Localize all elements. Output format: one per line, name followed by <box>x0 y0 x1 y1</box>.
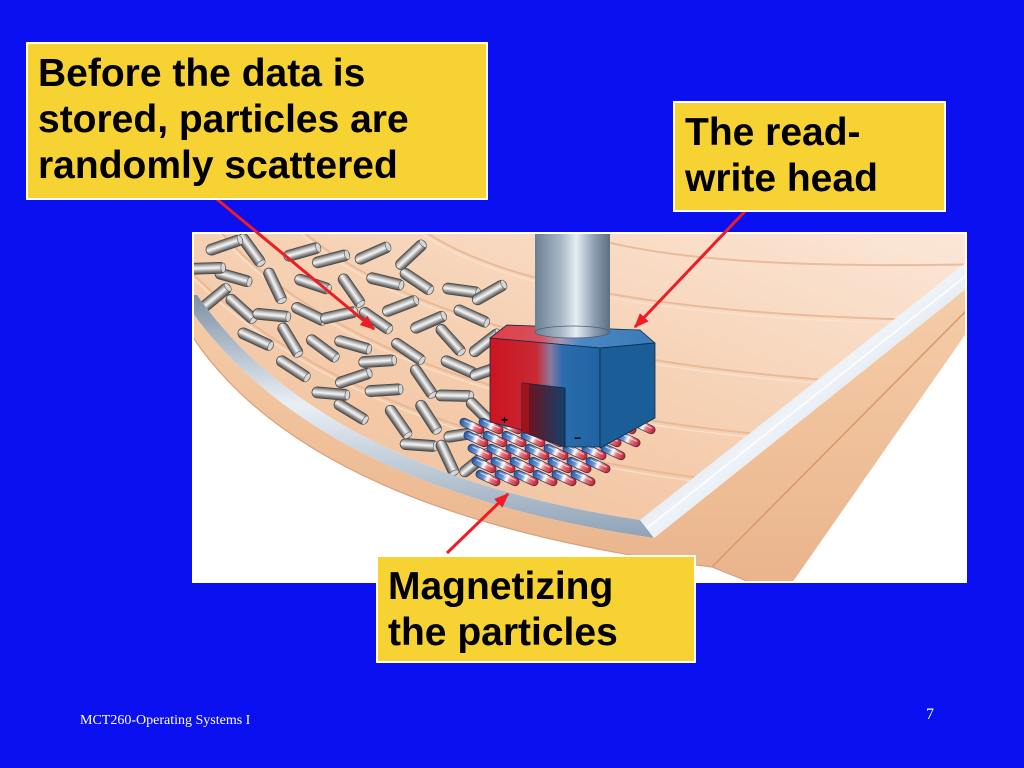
random-particle <box>358 354 398 368</box>
random-particle <box>335 367 373 389</box>
platter-lower-band <box>192 288 967 583</box>
magnetized-particle <box>566 456 592 474</box>
callout-line: stored, particles are <box>38 98 409 141</box>
random-particle <box>453 304 491 328</box>
random-particle <box>366 272 405 291</box>
north-pole-label: + <box>501 413 508 427</box>
magnetized-particle <box>509 456 535 474</box>
random-particle <box>384 404 413 440</box>
slide-footer: MCT260-Operating Systems I <box>80 713 251 728</box>
callout-read-write-head: The read- write head <box>673 101 946 212</box>
random-particle <box>311 386 351 401</box>
magnetized-particle <box>475 469 501 487</box>
random-particle <box>410 310 447 334</box>
ridge-highlight <box>646 274 967 529</box>
magnetized-particle <box>494 469 520 487</box>
page-number: 7 <box>926 706 934 723</box>
disk-illustration: + − <box>192 232 967 583</box>
magnetized-particle <box>513 469 539 487</box>
random-particle <box>435 439 460 477</box>
magnetized-particle <box>501 430 527 448</box>
random-particle <box>364 383 404 397</box>
magnetized-particle <box>585 456 611 474</box>
random-particle <box>277 322 304 358</box>
magnetized-particle <box>463 430 489 448</box>
platter-layer-step <box>711 309 967 568</box>
random-particle <box>399 438 439 452</box>
magnetized-particle <box>551 469 577 487</box>
callout-line: randomly scattered <box>38 144 398 187</box>
random-particle <box>415 399 442 435</box>
callout-scattered-particles: Before the data is stored, particles are… <box>26 42 488 200</box>
callout-line: Before the data is <box>38 52 366 95</box>
magnetized-particle <box>482 430 508 448</box>
callout-line: the particles <box>388 611 618 654</box>
platter-layer-edge <box>192 335 753 583</box>
disk-platter-diagram: + − <box>192 232 967 583</box>
south-pole-label: − <box>574 431 581 445</box>
random-particle <box>399 267 435 296</box>
magnetized-particle <box>543 443 569 461</box>
read-write-head <box>489 324 656 449</box>
random-particle <box>334 335 373 355</box>
magnetized-particle <box>486 443 512 461</box>
random-particle <box>382 295 420 317</box>
random-particle <box>409 364 438 399</box>
magnetized-particle <box>505 443 531 461</box>
magnetized-particle <box>467 443 493 461</box>
magnetized-particle <box>532 469 558 487</box>
random-particle <box>395 239 428 271</box>
head-side-face <box>599 342 656 449</box>
random-particle <box>276 355 311 383</box>
magnetized-particle <box>570 469 596 487</box>
magnetized-particle <box>459 417 485 435</box>
magnetized-particle <box>471 456 497 474</box>
random-particle <box>435 324 466 357</box>
head-gap-inner-wall <box>522 383 529 434</box>
callout-line: The read- <box>685 111 861 154</box>
random-particle <box>391 337 426 366</box>
magnetized-particle <box>547 456 573 474</box>
random-particle <box>306 334 340 363</box>
callout-line: Magnetizing <box>388 565 614 608</box>
random-particle <box>192 261 227 275</box>
callout-line: write head <box>685 157 878 200</box>
magnetized-particle <box>528 456 554 474</box>
callout-magnetizing-particles: Magnetizing the particles <box>376 555 696 663</box>
random-particle <box>471 279 508 306</box>
magnetized-particle <box>490 456 516 474</box>
magnetized-particle <box>524 443 550 461</box>
head-shaft <box>534 232 611 339</box>
random-particle <box>237 327 274 351</box>
